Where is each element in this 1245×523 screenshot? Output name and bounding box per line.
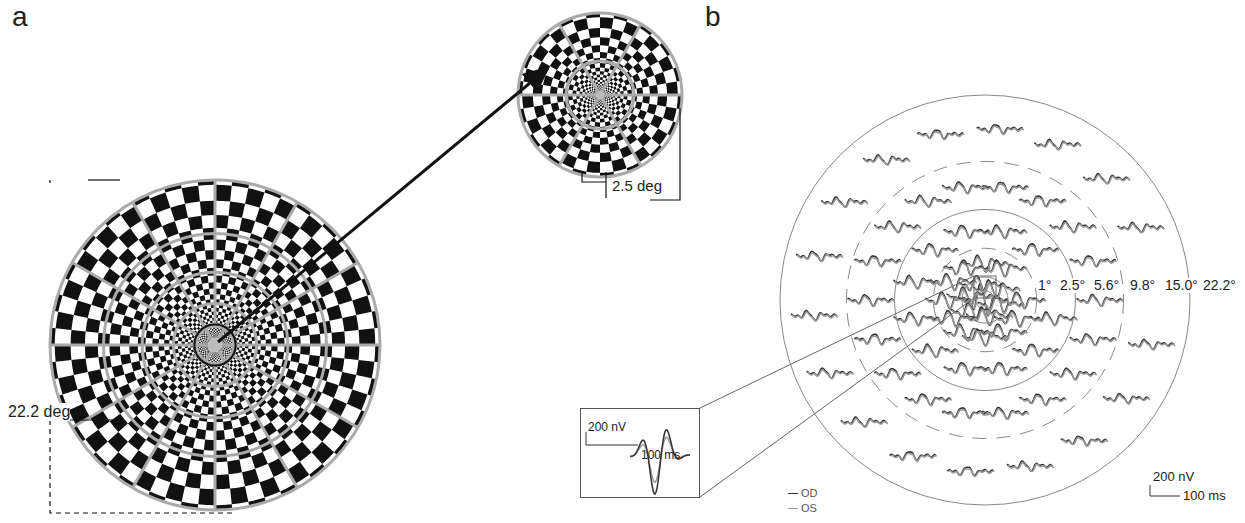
eccentricity-rings xyxy=(780,95,1190,505)
scale-label: 100 ms xyxy=(641,449,680,462)
eccentricity-label: 1° xyxy=(1038,278,1051,293)
mferg-traces xyxy=(630,125,1175,494)
magnify-arrow xyxy=(218,68,548,342)
checkerboard-stimulus xyxy=(50,180,380,510)
scale-label: 200 nV xyxy=(588,421,626,434)
legend-text: OS xyxy=(801,502,817,514)
legend-text: OD xyxy=(801,487,818,499)
dimension-lines xyxy=(50,108,680,513)
scale-label: 200 nV xyxy=(1153,470,1194,484)
eccentricity-label: 15.0° xyxy=(1165,278,1198,293)
legend-row: OD xyxy=(788,487,818,499)
dimension-label: 2.5 deg xyxy=(612,178,662,195)
eccentricity-label: 2.5° xyxy=(1060,278,1085,293)
eccentricity-label: 5.6° xyxy=(1094,278,1119,293)
panel-letter: b xyxy=(705,2,721,33)
dimension-label: 22.2 deg xyxy=(8,403,70,421)
panel-letter: a xyxy=(12,2,28,33)
legend-line-sample xyxy=(788,493,798,494)
eccentricity-label: 9.8° xyxy=(1130,278,1155,293)
inset-leaders xyxy=(586,276,1180,497)
legend-row: OS xyxy=(788,502,817,514)
inset-box: 200 nV 100 ms xyxy=(580,408,700,498)
scale-label: 100 ms xyxy=(1183,489,1226,503)
magnified-center xyxy=(518,13,682,177)
eccentricity-label: 22.2° xyxy=(1203,278,1236,293)
legend-line-sample xyxy=(788,508,798,509)
